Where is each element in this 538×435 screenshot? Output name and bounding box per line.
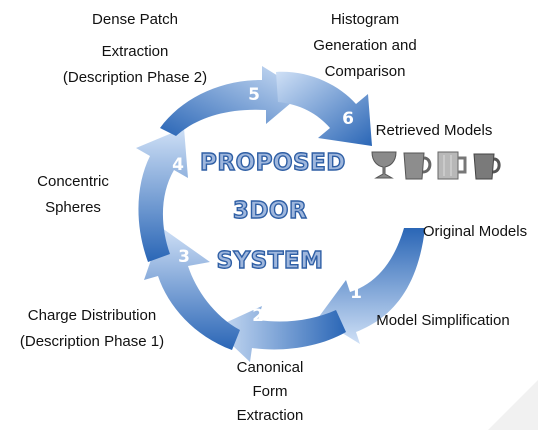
output-label: Retrieved Models [375, 122, 493, 139]
cup-icon [473, 153, 501, 180]
step-3-label-line-2: (Description Phase 1) [19, 333, 165, 350]
step-5-label-line-3: (Description Phase 2) [62, 69, 208, 86]
arrow-step-6 [276, 71, 372, 146]
step-2-label-line-2: Form [252, 383, 288, 400]
watermark-icon [488, 380, 538, 430]
mug-icon [403, 152, 432, 180]
step-3-label: Charge Distribution (Description Phase 1… [4, 306, 180, 352]
center-title-line-2: 3DOR [232, 197, 308, 224]
step-1-number: 1 [350, 283, 362, 303]
arrow-step-2 [214, 306, 346, 362]
arrow-step-3 [144, 228, 240, 350]
step-5-label-line-1: Dense Patch [92, 11, 178, 28]
input-label: Original Models [422, 223, 528, 240]
arrow-step-5 [160, 66, 304, 136]
step-6-label-line-3: Comparison [324, 63, 406, 80]
beer-mug-icon [437, 151, 467, 180]
step-3-number: 3 [178, 247, 190, 267]
center-title-line-3: SYSTEM [216, 247, 324, 274]
step-2-number: 2 [252, 306, 264, 326]
step-6-number: 6 [342, 109, 354, 129]
step-4-number: 4 [172, 155, 184, 175]
arrow-step-1 [318, 228, 425, 344]
step-5-label-line-2: Extraction [101, 43, 169, 60]
arrow-step-4 [136, 128, 188, 262]
step-2-label: Canonical Form Extraction [210, 358, 330, 426]
step-3-label-line-1: Charge Distribution [27, 307, 157, 324]
step-6-label: Histogram Generation and Comparison [290, 10, 440, 82]
retrieved-models-icons [370, 148, 502, 182]
step-4-label: Concentric Spheres [18, 172, 128, 218]
goblet-icon [371, 151, 397, 179]
step-2-label-line-1: Canonical [236, 359, 304, 376]
step-5-number: 5 [248, 85, 260, 105]
step-6-label-line-1: Histogram [330, 11, 400, 28]
step-2-label-line-3: Extraction [236, 407, 304, 424]
step-5-label: Dense Patch Extraction (Description Phas… [30, 10, 240, 88]
step-1-label: Model Simplification [376, 312, 510, 329]
step-4-label-line-2: Spheres [45, 199, 101, 216]
center-title-line-1: PROPOSED [199, 149, 346, 176]
step-6-label-line-2: Generation and [313, 37, 417, 54]
step-4-label-line-1: Concentric [37, 173, 109, 190]
